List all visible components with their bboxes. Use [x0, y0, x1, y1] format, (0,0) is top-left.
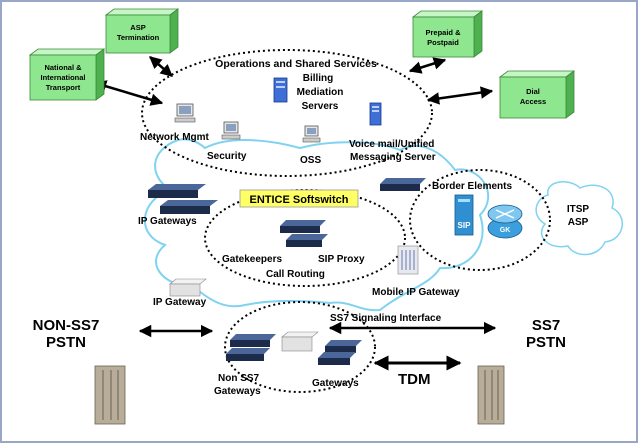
prepaid-label-2: Postpaid [427, 38, 459, 47]
ss7-gateway-device-1 [325, 340, 362, 353]
non-ss7-gateway-device-1 [230, 334, 276, 347]
ss7-pstn-label-2: PSTN [526, 334, 566, 351]
itsp-label-2: ASP [568, 217, 589, 228]
prepaid-postpaid-box: Prepaid & Postpaid [411, 10, 484, 58]
gatekeeper-icon: GK [487, 204, 523, 239]
billing-server-icon [273, 77, 288, 103]
softswitch-label-bg [239, 189, 359, 208]
non-ss7-gateways-label-1: Non SS7 [218, 373, 260, 384]
dial-access-box: Dial Access [498, 70, 576, 119]
voicemail-server-icon [369, 102, 382, 126]
ops-ellipse [141, 49, 433, 177]
national-transport-label-3: Transport [46, 83, 81, 92]
non-ss7-pstn-rack [94, 365, 126, 425]
dial-arrow [426, 86, 494, 105]
asp-termination-label-1: ASP [130, 23, 145, 32]
non-ss7-pstn-label-2: PSTN [46, 334, 86, 351]
ip-gateway-label: IP Gateway [153, 297, 207, 308]
gateways-label: Gateways [312, 378, 359, 389]
oss-computer-icon [302, 125, 321, 143]
softswitch-ellipse [204, 189, 406, 287]
billing-label-1: Billing [303, 73, 334, 84]
ss7-signaling-label: SS7 Signaling Interface [330, 313, 442, 324]
sip-proxy-label: SIP Proxy [318, 254, 365, 265]
prepaid-label-1: Prepaid & [425, 28, 461, 37]
softswitch-label: ENTICE Softswitch [249, 194, 348, 206]
ss7-pstn-rack [477, 365, 505, 425]
security-computer-icon [221, 121, 241, 140]
dial-access-label-1: Dial [526, 87, 540, 96]
mobile-ip-gateway-rack [397, 245, 419, 275]
ss7-gateway-device-2 [318, 352, 356, 365]
sip-server-icon: SIP [454, 194, 474, 236]
center-gateway-chassis [281, 331, 319, 352]
ip-gateway-device-2 [160, 200, 218, 214]
dial-access-label-2: Access [520, 97, 546, 106]
sip-icon-label: SIP [458, 221, 472, 230]
network-mgmt-label: Network Mgmt [140, 132, 210, 143]
nat-arrow [93, 80, 164, 106]
softswitch-device-1 [280, 220, 326, 233]
security-label: Security [207, 151, 247, 162]
national-transport-label-1: National & [44, 63, 82, 72]
border-ellipse [409, 169, 551, 271]
network-cloud [144, 138, 490, 312]
tdm-label: TDM [398, 371, 431, 388]
asp-arrow [149, 56, 173, 77]
ip-gateway-chassis [169, 278, 207, 297]
asp-termination-label-2: Termination [117, 33, 160, 42]
billing-label-3: Servers [302, 101, 339, 112]
itsp-cloud [535, 181, 623, 256]
billing-label-2: Mediation [297, 87, 344, 98]
asp-termination-box: ASP Termination [104, 8, 180, 54]
border-elements-label: Border Elements [432, 181, 512, 192]
ops-services-label: Operations and Shared Services [215, 58, 377, 70]
voicemail-label-2: Messaging Server [350, 152, 436, 163]
network-mgmt-computer-icon [174, 103, 196, 123]
softswitch-device-2 [286, 234, 328, 247]
national-transport-box: National & International Transport [28, 48, 106, 101]
mobile-ip-gateway-label: Mobile IP Gateway [372, 287, 460, 298]
call-routing-label: Call Routing [266, 269, 325, 280]
gk-icon-label: GK [500, 227, 511, 234]
non-ss7-gateways-label-2: Gateways [214, 386, 261, 397]
ip-gateway-device-1 [148, 184, 206, 198]
oss-label: OSS [300, 155, 321, 166]
prepaid-arrow [408, 57, 447, 74]
non-ss7-pstn-label-1: NON-SS7 [33, 317, 100, 334]
gatekeepers-label: Gatekeepers [222, 254, 282, 265]
non-ss7-gateway-device-2 [226, 348, 270, 361]
itsp-label-1: ITSP [567, 204, 590, 215]
voicemail-label-1: Voice mail/Unified [349, 139, 434, 150]
national-transport-label-2: International [40, 73, 85, 82]
ss7-pstn-label-1: SS7 [532, 317, 560, 334]
ip-gateways-label: IP Gateways [138, 216, 197, 227]
gateway-ellipse [224, 301, 376, 393]
border-gateway-device [380, 178, 426, 191]
